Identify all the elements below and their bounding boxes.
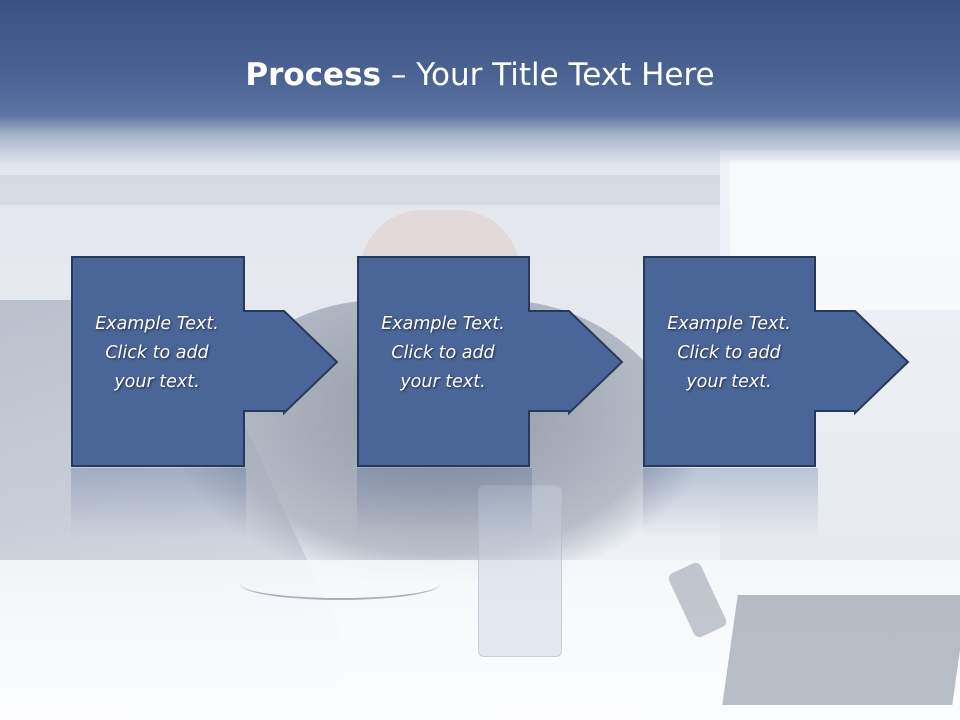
step-text[interactable]: Example Text. Click to add your text. bbox=[667, 314, 791, 392]
title-bold: Process bbox=[245, 57, 381, 93]
background-water-glass bbox=[478, 485, 562, 657]
title-rest: – Your Title Text Here bbox=[381, 57, 715, 93]
arrow-box-shape bbox=[71, 256, 339, 467]
arrow-box-fill bbox=[643, 256, 910, 467]
step-2-reflection bbox=[357, 468, 532, 538]
step-1-reflection bbox=[71, 468, 246, 538]
step-text[interactable]: Example Text. Click to add your text. bbox=[381, 314, 505, 392]
arrow-box-shape bbox=[643, 256, 910, 467]
title-band bbox=[0, 0, 960, 165]
arrow-box-fill bbox=[71, 256, 339, 467]
process-step-3[interactable]: Example Text. Click to add your text. bbox=[643, 256, 910, 468]
arrow-box-shape bbox=[357, 256, 624, 467]
slide-title[interactable]: Process – Your Title Text Here bbox=[0, 54, 960, 96]
process-step-1[interactable]: Example Text. Click to add your text. bbox=[71, 256, 339, 468]
process-step-2[interactable]: Example Text. Click to add your text. bbox=[357, 256, 624, 468]
background-notebook bbox=[722, 595, 960, 705]
step-text[interactable]: Example Text. Click to add your text. bbox=[95, 314, 219, 392]
background-shelf bbox=[0, 175, 720, 205]
step-3-reflection bbox=[643, 468, 818, 538]
arrow-box-fill bbox=[357, 256, 624, 467]
background-eyeglasses bbox=[240, 568, 440, 600]
